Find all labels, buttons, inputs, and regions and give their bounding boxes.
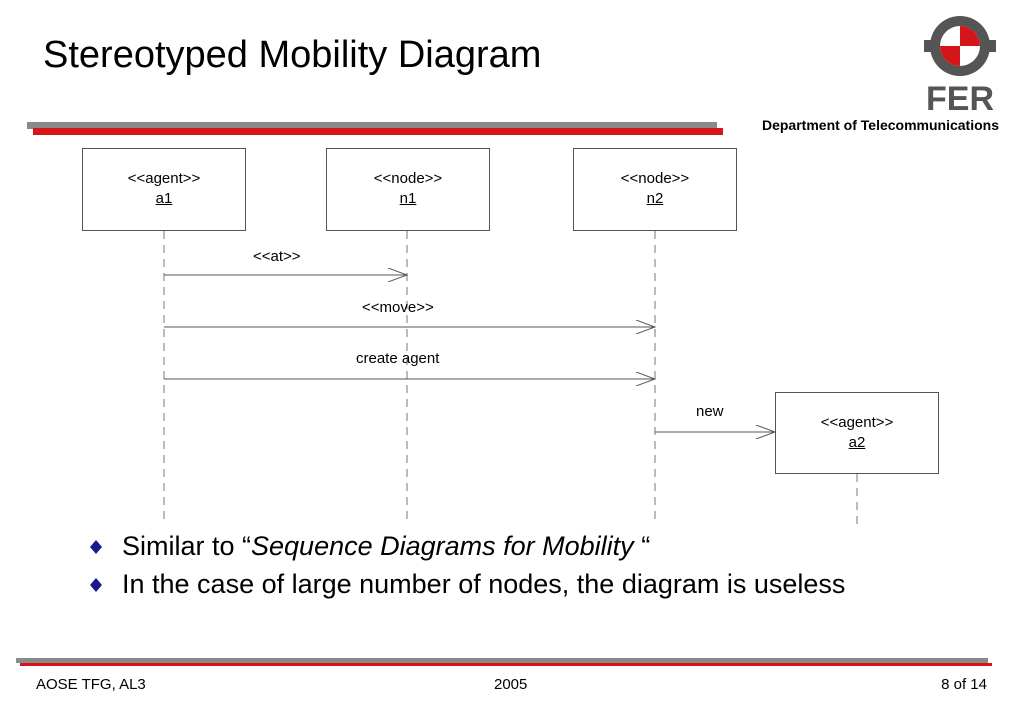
header-bar-red — [33, 128, 723, 135]
lifeline-stereotype: <<node>> — [620, 170, 690, 187]
bullet-text-prefix: Similar to “ — [122, 531, 252, 561]
department-label: Department of Telecommunications — [761, 117, 999, 133]
bullet-item: In the case of large number of nodes, th… — [90, 568, 890, 600]
bullet-text: In the case of large number of nodes, th… — [122, 569, 846, 599]
lifeline-stereotype: <<agent>> — [127, 170, 201, 187]
footer-right: 8 of 14 — [941, 676, 987, 693]
lifeline-name: n1 — [399, 190, 417, 207]
lifeline-name: a1 — [155, 190, 173, 207]
bullet-list: Similar to “Sequence Diagrams for Mobili… — [90, 530, 890, 606]
slide-title: Stereotyped Mobility Diagram — [43, 34, 542, 76]
message-label-new: new — [696, 403, 724, 420]
logo-text: FER — [926, 80, 994, 112]
message-label-move: <<move>> — [362, 299, 434, 316]
bullet-item: Similar to “Sequence Diagrams for Mobili… — [90, 530, 890, 562]
lifeline-box-n2: <<node>> n2 — [573, 148, 737, 231]
diamond-bullet-icon — [90, 578, 102, 592]
lifeline-stereotype: <<node>> — [373, 170, 443, 187]
fer-logo: FER — [924, 16, 996, 112]
message-label-at: <<at>> — [253, 248, 301, 265]
footer-center: 2005 — [494, 676, 528, 693]
lifeline-box-n1: <<node>> n1 — [326, 148, 490, 231]
bullet-text-suffix: “ — [633, 531, 651, 561]
lifeline-name: n2 — [646, 190, 664, 207]
lifeline-box-a2: <<agent>> a2 — [775, 392, 939, 474]
header-bar-gray — [27, 122, 717, 129]
lifeline-box-a1: <<agent>> a1 — [82, 148, 246, 231]
footer-left: AOSE TFG, AL3 — [36, 676, 146, 693]
footer-bar-red — [20, 663, 992, 666]
bullet-text-italic: Sequence Diagrams for Mobility — [251, 531, 634, 561]
lifeline-name: a2 — [848, 434, 866, 451]
diamond-bullet-icon — [90, 540, 102, 554]
message-label-create-agent: create agent — [356, 350, 440, 367]
lifeline-stereotype: <<agent>> — [820, 414, 894, 431]
footer-bar-gray — [16, 658, 988, 663]
